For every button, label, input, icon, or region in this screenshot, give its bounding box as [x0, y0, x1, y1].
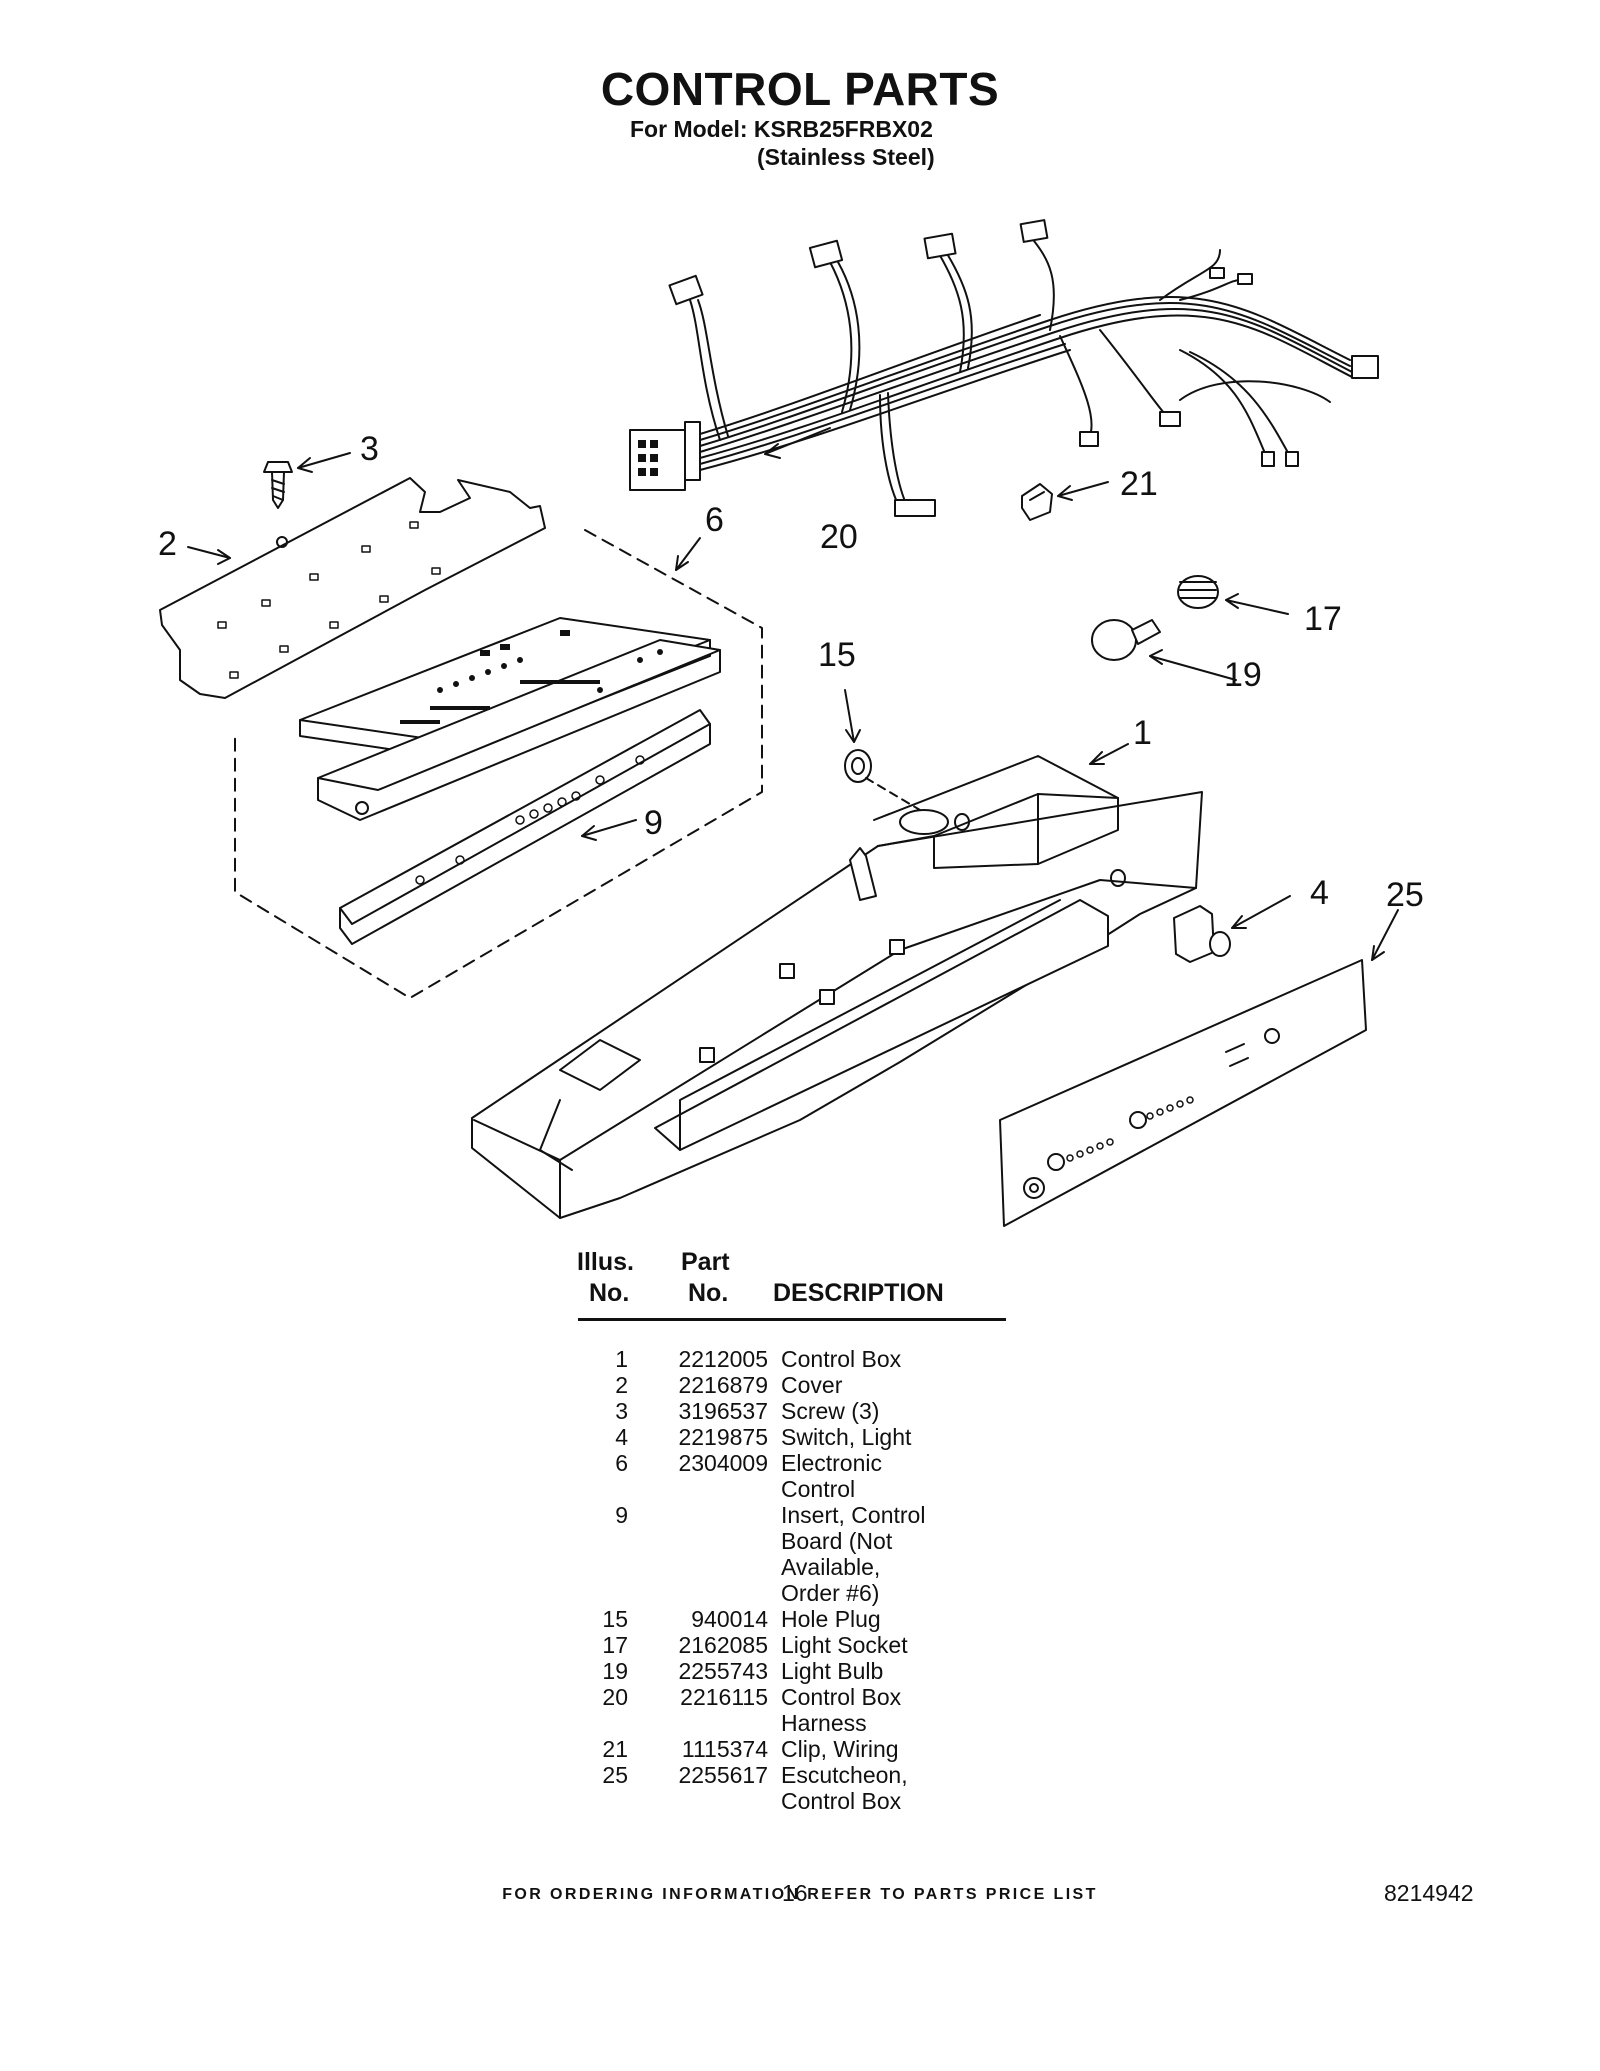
header-rule [578, 1318, 1006, 1321]
callout-number: 2 [158, 525, 177, 563]
description: Control [781, 1476, 856, 1502]
illus-no: 4 [615, 1424, 628, 1450]
light-switch [1173, 905, 1231, 963]
part-no: 2219875 [678, 1424, 768, 1450]
hole-plug [844, 749, 921, 811]
table-row: 9 Insert, Control [578, 1502, 1178, 1528]
description: Available, [781, 1554, 881, 1580]
illus-no: 21 [602, 1736, 628, 1762]
leader-arrows [187, 427, 1399, 961]
table-row: 4 2219875 Switch, Light [578, 1424, 1178, 1450]
part-no: 3196537 [678, 1398, 768, 1424]
description: Cover [781, 1372, 843, 1398]
part-no: 2212005 [678, 1346, 768, 1372]
callout-number: 3 [360, 430, 379, 468]
description: Harness [781, 1710, 867, 1736]
callout-number: 4 [1310, 874, 1329, 912]
illus-no: 1 [615, 1346, 628, 1372]
illus-no: 17 [602, 1632, 628, 1658]
description: Electronic [781, 1450, 882, 1476]
model-line: For Model: KSRB25FRBX02 [630, 116, 933, 142]
table-row: 25 2255617 Escutcheon, [578, 1762, 1178, 1788]
document-number: 8214942 [1384, 1880, 1474, 1906]
callout-number: 15 [818, 636, 856, 674]
callout-number: 9 [644, 804, 663, 842]
description: Light Socket [781, 1632, 908, 1658]
callout-number: 20 [820, 518, 858, 556]
description: Control Box [781, 1788, 902, 1814]
illus-no: 9 [615, 1502, 628, 1528]
callout-number: 21 [1120, 465, 1158, 503]
part-no: 1115374 [681, 1736, 768, 1762]
part-no: 2216879 [678, 1372, 768, 1398]
description: Control Box [781, 1346, 902, 1372]
illus-header-line2: No. [589, 1279, 630, 1307]
control-box-harness [629, 219, 1379, 517]
description: Hole Plug [781, 1606, 881, 1632]
page-title: CONTROL PARTS [600, 63, 1000, 115]
table-row: 1 2212005 Control Box [578, 1346, 1178, 1372]
table-row: Harness [578, 1710, 1178, 1736]
table-row: Available, [578, 1554, 1178, 1580]
description: Clip, Wiring [781, 1736, 899, 1762]
illus-no: 19 [602, 1658, 628, 1684]
wiring-clip [1021, 483, 1053, 521]
table-row: 3 3196537 Screw (3) [578, 1398, 1178, 1424]
table-row: 2 2216879 Cover [578, 1372, 1178, 1398]
part-header-line1: Part [681, 1248, 730, 1276]
part-no: 2162085 [678, 1632, 768, 1658]
callout-number: 6 [705, 501, 724, 539]
description: Board (Not [781, 1528, 893, 1554]
illus-no: 6 [615, 1450, 628, 1476]
part-no: 2304009 [678, 1450, 768, 1476]
control-board-insert [339, 709, 711, 945]
table-row: 15 940014 Hole Plug [578, 1606, 1178, 1632]
description: Switch, Light [781, 1424, 912, 1450]
description: Screw (3) [781, 1398, 880, 1424]
description: Order #6) [781, 1580, 880, 1606]
table-row: Board (Not [578, 1528, 1178, 1554]
description: Insert, Control [781, 1502, 926, 1528]
illus-no: 15 [602, 1606, 628, 1632]
table-row: 21 1115374 Clip, Wiring [578, 1736, 1178, 1762]
electronic-control-assembly [234, 529, 763, 999]
part-no: 2216115 [680, 1684, 768, 1710]
screw [263, 461, 293, 509]
light-bulb [1091, 619, 1161, 661]
description: Escutcheon, [781, 1762, 908, 1788]
cover-plate [159, 477, 546, 699]
part-no: 2255617 [678, 1762, 768, 1788]
callout-number: 19 [1224, 656, 1262, 694]
illus-no: 3 [615, 1398, 628, 1424]
table-row: Control [578, 1476, 1178, 1502]
table-row: Control Box [578, 1788, 1178, 1814]
page-number: 16 [782, 1880, 808, 1906]
part-no: 940014 [691, 1606, 768, 1632]
illus-no: 20 [602, 1684, 628, 1710]
ordering-note: FOR ORDERING INFORMATION REFER TO PARTS … [502, 1886, 1098, 1903]
table-row: 6 2304009 Electronic [578, 1450, 1178, 1476]
exploded-parts-diagram: 1 2 3 4 6 9 15 17 19 20 21 25 [158, 219, 1424, 1227]
illus-header-line1: Illus. [577, 1248, 634, 1276]
illus-no: 25 [602, 1762, 628, 1788]
escutcheon [999, 959, 1367, 1227]
electronic-control-board [299, 617, 721, 821]
callout-number: 25 [1386, 876, 1424, 914]
part-header-line2: No. [688, 1279, 729, 1307]
callout-number: 1 [1133, 714, 1152, 752]
part-no: 2255743 [678, 1658, 768, 1684]
table-row: 17 2162085 Light Socket [578, 1632, 1178, 1658]
finish-line: (Stainless Steel) [757, 144, 935, 170]
illus-no: 2 [615, 1372, 628, 1398]
callout-number: 17 [1304, 600, 1342, 638]
description: Control Box [781, 1684, 902, 1710]
description-header: DESCRIPTION [773, 1279, 944, 1307]
description: Light Bulb [781, 1658, 884, 1684]
light-socket [1177, 575, 1219, 609]
table-row: Order #6) [578, 1580, 1178, 1606]
table-row: 19 2255743 Light Bulb [578, 1658, 1178, 1684]
table-row: 20 2216115 Control Box [578, 1684, 1178, 1710]
control-box [471, 755, 1203, 1219]
